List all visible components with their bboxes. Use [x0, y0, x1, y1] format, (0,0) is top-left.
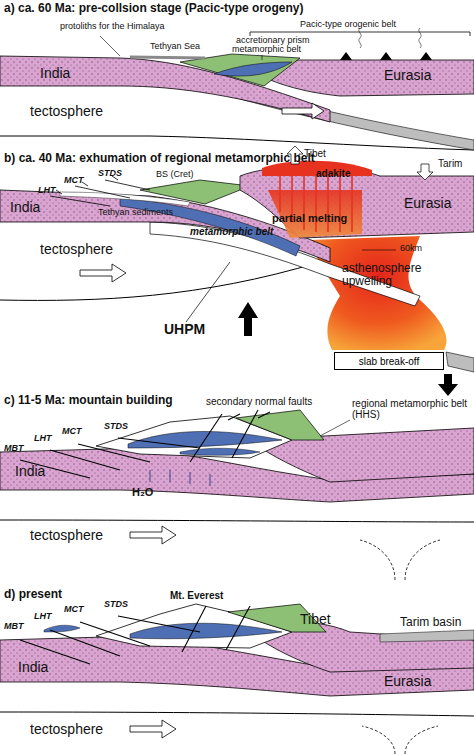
label-text: Tethyan Sea	[150, 42, 200, 52]
label-text: Tarim	[438, 158, 462, 169]
label-text: partial melting	[272, 212, 347, 224]
label-text: tectosphere	[30, 528, 103, 543]
label-text: Eurasia	[384, 674, 431, 689]
label-text: Eurasia	[384, 68, 431, 83]
panel-c	[0, 410, 474, 580]
label-text: protoliths for the Himalaya	[60, 22, 165, 32]
label-text: LHT	[34, 434, 52, 444]
label-text: Tarim basin	[400, 616, 461, 629]
label-text: tectosphere	[30, 722, 103, 737]
label-text: Tibet	[300, 612, 331, 627]
label-text: India	[15, 464, 45, 479]
panel-d	[0, 604, 474, 754]
label-text: STDS	[104, 422, 128, 432]
label-text: adakite	[316, 168, 350, 179]
label-text: MBT	[4, 444, 24, 454]
label-text: STDS	[98, 169, 122, 179]
label-text: MBT	[4, 622, 24, 632]
box-text: slab break-off	[359, 356, 419, 367]
label-text: c) 11-5 Ma: mountain building	[4, 394, 173, 407]
label-text: secondary normal faults	[206, 396, 312, 407]
label-text: regional metamorphic belt (HHS)	[352, 398, 472, 420]
label-text: Pacic-type orogenic belt	[300, 20, 396, 30]
label-text: asthenosphere upwelling	[342, 262, 452, 288]
label-text: Mt. Everest	[170, 590, 223, 601]
label-text: d) present	[4, 588, 62, 601]
label-text: India	[18, 660, 48, 675]
label-text: MCT	[62, 427, 82, 437]
label-text: tectosphere	[30, 104, 103, 119]
label-text: metamorphic belt	[190, 226, 273, 237]
label-text: Tethyan sediments	[98, 208, 173, 218]
label-text: LHT	[38, 186, 56, 196]
label-text: Tibet	[304, 148, 326, 159]
label-text: Eurasia	[404, 196, 451, 211]
label-text: b) ca. 40 Ma: exhumation of regional met…	[4, 152, 315, 165]
label-text: MCT	[64, 605, 84, 615]
label-text: H₂O	[132, 486, 153, 498]
label-text: a) ca. 60 Ma: pre-collsion stage (Pacic-…	[4, 2, 303, 15]
label-text: UHPM	[164, 322, 205, 337]
label-text: metamorphic belt	[232, 45, 301, 55]
label-text: STDS	[104, 600, 128, 610]
label-text: tectosphere	[40, 242, 113, 257]
label-text: India	[40, 66, 70, 81]
label-text: LHT	[34, 612, 52, 622]
panel-b	[0, 146, 474, 396]
label-box: slab break-off	[334, 352, 444, 370]
label-text: 60km	[400, 244, 422, 254]
panel-a	[0, 28, 474, 150]
label-text: India	[10, 200, 40, 215]
label-text: MCT	[64, 176, 84, 186]
label-text: BS (Cret)	[156, 170, 194, 180]
